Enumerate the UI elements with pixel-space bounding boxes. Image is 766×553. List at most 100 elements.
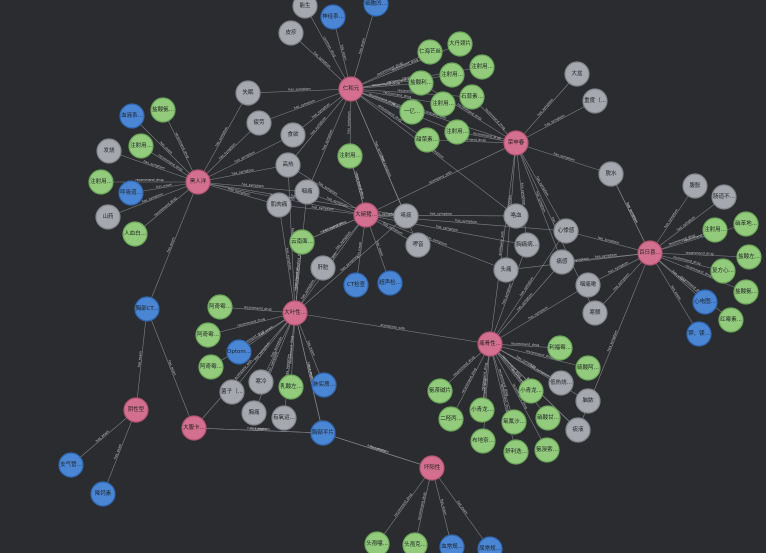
edge-hub_left-g_l2[interactable] (107, 181, 199, 218)
node-circle[interactable] (337, 143, 363, 169)
edge-hub_mid-b_m2[interactable] (294, 312, 325, 386)
edge-hub_east-g_r3[interactable] (610, 173, 651, 254)
graph-node-b_m3[interactable]: 胸部平片 (310, 420, 336, 446)
node-circle[interactable] (289, 229, 315, 255)
node-circle[interactable] (235, 80, 261, 106)
edge-hub_farleft-b_f3[interactable] (102, 409, 137, 495)
graph-node-gr_m3[interactable]: 阿奇霉... (198, 354, 224, 380)
edge-hub_left-g_c3[interactable] (197, 181, 280, 206)
node-circle[interactable] (150, 97, 176, 123)
graph-node-gr_e2[interactable]: 硝苯地... (733, 211, 759, 237)
graph-node-b_e2[interactable]: 钾、镁... (686, 321, 712, 347)
graph-node-g_t1[interactable]: 能生 (292, 0, 318, 19)
edge-hub_right-hub_center[interactable] (365, 142, 517, 216)
graph-node-gr_c1[interactable]: 注射用... (337, 143, 363, 169)
graph-node-gr_m1[interactable]: 阿奇霉... (207, 294, 233, 320)
node-circle[interactable] (686, 321, 712, 347)
graph-node-g_c7[interactable]: 啰音 (405, 232, 431, 258)
edge-hub_se-gr_s5[interactable] (489, 343, 515, 423)
node-circle[interactable] (246, 110, 272, 136)
node-circle[interactable] (294, 179, 320, 205)
graph-node-g_m3[interactable]: 胸痛 (241, 400, 267, 426)
edge-hub_east-g_e1[interactable] (649, 185, 696, 254)
node-circle[interactable] (565, 417, 591, 443)
node-circle[interactable] (123, 397, 149, 423)
graph-node-gr_s3[interactable]: 氨茶碱片 (427, 378, 453, 404)
node-circle[interactable] (469, 397, 495, 423)
node-circle[interactable] (248, 369, 274, 395)
node-circle[interactable] (427, 378, 453, 404)
graph-node-hub_left[interactable]: 黑人洋 (185, 169, 211, 195)
edge-hub_left-g_t3[interactable] (197, 92, 249, 183)
node-circle[interactable] (518, 378, 544, 404)
graph-node-gr_s4[interactable]: 小青龙... (469, 397, 495, 423)
graph-node-g_c2[interactable]: 咽痛 (294, 179, 320, 205)
graph-node-gr_t5[interactable]: 盐酸利... (408, 70, 434, 96)
node-circle[interactable] (575, 272, 601, 298)
graph-node-b_l1[interactable]: 血液系... (119, 103, 145, 129)
edge-hub_left-g_t5[interactable] (197, 134, 294, 183)
node-circle[interactable] (405, 232, 431, 258)
edge-hub_mid-g_m1[interactable] (260, 312, 296, 383)
graph-node-gr_s10[interactable]: 氨溴索... (534, 437, 560, 463)
edge-hub_left-g_t4[interactable] (197, 122, 260, 183)
edge-hub_mid-b_m3[interactable] (294, 312, 324, 434)
node-circle[interactable] (134, 296, 160, 322)
graph-node-g_t4[interactable]: 疲劳 (246, 110, 272, 136)
edge-hub_right-g_r1[interactable] (515, 73, 578, 144)
edge-hub_east-g_e2[interactable] (649, 196, 725, 254)
node-circle[interactable] (477, 331, 503, 357)
graph-node-g_s4[interactable]: 痰液 (565, 417, 591, 443)
edge-hub_center-g_c8[interactable] (365, 214, 517, 217)
node-circle[interactable] (207, 294, 233, 320)
edge-hub_top-b_t2[interactable] (350, 3, 377, 90)
edge-hub_top-gr_t10[interactable] (350, 88, 428, 141)
edge-hub_right-gr_t10[interactable] (426, 139, 517, 144)
graph-node-gr_s2b[interactable]: 小青龙... (518, 378, 544, 404)
edge-hub_east-gr_e6[interactable] (649, 252, 732, 321)
node-circle[interactable] (90, 481, 116, 507)
edge-hub_top-gr_t4[interactable] (350, 74, 453, 90)
node-circle[interactable] (710, 258, 736, 284)
graph-node-hub_east[interactable]: 百日喜... (637, 240, 663, 266)
node-circle[interactable] (280, 122, 306, 148)
graph-node-gr_t4[interactable]: 注射用... (439, 62, 465, 88)
graph-node-gr_t7[interactable]: 注射用... (430, 91, 456, 117)
graph-node-b_l2[interactable]: 呼吸道... (118, 180, 144, 206)
node-circle[interactable] (393, 203, 419, 229)
graph-node-b_f3[interactable]: 降钙素 (90, 481, 116, 507)
edge-hub_right-hub_se[interactable] (489, 142, 517, 345)
node-circle[interactable] (58, 452, 84, 478)
edge-hub_se-gr_s7[interactable] (450, 343, 491, 420)
graph-node-g_c13[interactable]: 咽痛嗽 (575, 272, 601, 298)
node-circle[interactable] (320, 4, 346, 30)
node-circle[interactable] (402, 532, 428, 553)
node-circle[interactable] (637, 240, 663, 266)
graph-node-g_l2[interactable]: 山药 (95, 204, 121, 230)
graph-node-gr_s6[interactable]: 硝酸甘... (535, 405, 561, 431)
node-circle[interactable] (119, 103, 145, 129)
edge-hub_left-gr_l1[interactable] (162, 109, 199, 183)
graph-node-gr_e4[interactable]: 复方心... (710, 258, 736, 284)
node-circle[interactable] (271, 405, 297, 431)
edge-hub_mid-g_m2[interactable] (231, 312, 296, 393)
graph-node-gr_l2[interactable]: 注射用... (128, 133, 154, 159)
graph-node-b_b2[interactable]: 尿常规... (477, 536, 503, 553)
node-circle[interactable] (241, 400, 267, 426)
graph-node-g_c14[interactable]: 寒颤 (582, 300, 608, 326)
graph-node-g_r2[interactable]: 重度（... (582, 88, 608, 114)
node-circle[interactable] (493, 257, 519, 283)
edge-hub_right-g_r2[interactable] (515, 100, 596, 144)
node-circle[interactable] (338, 76, 364, 102)
edge-hub_bottom-b_b1[interactable] (431, 467, 453, 548)
edge-hub_mid-g_c6[interactable] (294, 215, 407, 314)
edge-hub_mid-g_c3[interactable] (278, 204, 296, 314)
edge-hub_se-gr_s8[interactable] (482, 343, 491, 442)
edge-hub_se-g_c12[interactable] (489, 261, 563, 345)
graph-node-gr_e5[interactable]: 盐酸氨... (733, 279, 759, 305)
edge-hub_se-g_s1[interactable] (489, 343, 562, 384)
graph-node-gr_l3[interactable]: 注射用... (88, 169, 114, 195)
node-circle[interactable] (278, 374, 304, 400)
node-circle[interactable] (419, 455, 445, 481)
